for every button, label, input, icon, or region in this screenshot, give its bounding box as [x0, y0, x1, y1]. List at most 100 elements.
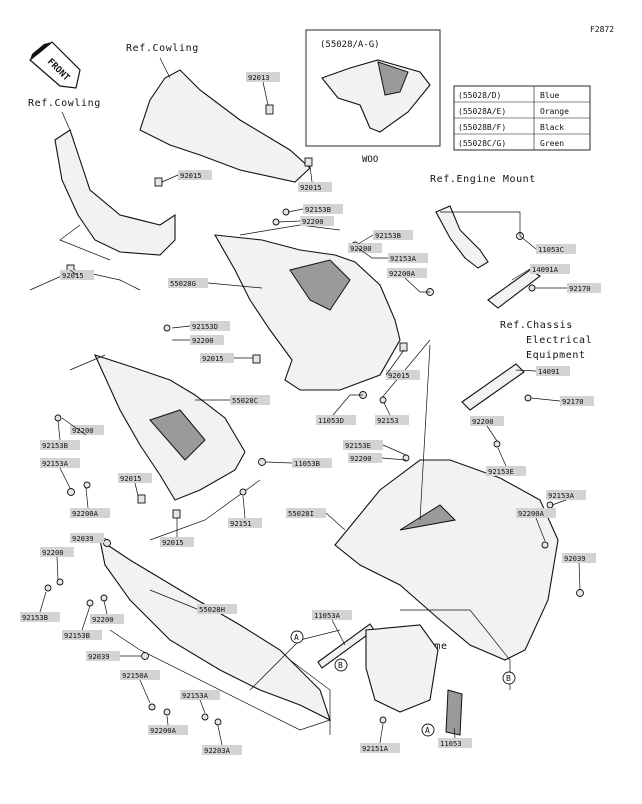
- part-number[interactable]: 92039: [564, 554, 586, 563]
- callout-markers: A A B B: [290, 630, 516, 737]
- washer-icon: [214, 718, 222, 726]
- ref-chassis-line2: Electrical: [526, 335, 592, 346]
- bolt-icon: [67, 488, 75, 496]
- part-number[interactable]: 92200: [42, 548, 64, 557]
- grommet-icon: [265, 104, 274, 115]
- screw-icon: [239, 488, 247, 496]
- color-name: Orange: [540, 107, 569, 116]
- part-number[interactable]: 92015: [180, 171, 202, 180]
- variant-inset: (55028/A-G) WOO: [305, 29, 441, 165]
- part-number[interactable]: 92039: [72, 534, 94, 543]
- part-number[interactable]: 92153B: [42, 441, 68, 450]
- part-number[interactable]: 11053: [440, 739, 462, 748]
- part-number[interactable]: 11053A: [314, 611, 341, 620]
- color-code: (55028C/G): [458, 139, 506, 148]
- screw-icon: [148, 703, 156, 711]
- part-number[interactable]: 92013: [248, 73, 270, 82]
- part-number[interactable]: 55028G: [170, 279, 196, 288]
- color-table: (55028/D) Blue (55028A/E) Orange (55028B…: [453, 85, 591, 151]
- inset-title: (55028/A-G): [320, 40, 380, 50]
- part-number[interactable]: 92200: [350, 244, 372, 253]
- part-number[interactable]: 92200: [192, 336, 214, 345]
- screw-icon: [379, 396, 387, 404]
- marker-b: B: [506, 674, 511, 683]
- part-number[interactable]: 92200: [72, 426, 94, 435]
- grommet-icon: [172, 509, 181, 519]
- part-number[interactable]: 92150A: [122, 671, 149, 680]
- part-number[interactable]: 92200: [350, 454, 372, 463]
- part-number[interactable]: 92203A: [204, 746, 231, 755]
- part-number[interactable]: 92170: [569, 284, 591, 293]
- marker-a: A: [425, 726, 430, 735]
- washer-icon: [541, 541, 549, 549]
- part-number[interactable]: 55028C: [232, 396, 258, 405]
- part-number[interactable]: 92153A: [390, 254, 417, 263]
- part-number[interactable]: 92153B: [305, 205, 331, 214]
- screw-icon: [524, 394, 532, 402]
- part-number[interactable]: 92153B: [64, 631, 90, 640]
- part-number[interactable]: 14091: [538, 367, 560, 376]
- inset-fairing: [321, 59, 431, 133]
- grommet-icon: [304, 157, 313, 167]
- part-number[interactable]: 92153A: [548, 491, 575, 500]
- part-number[interactable]: 11053D: [318, 416, 344, 425]
- ref-chassis-line1: Ref.Chassis: [500, 320, 573, 331]
- screw-icon: [54, 414, 62, 422]
- color-name: Black: [540, 123, 564, 132]
- part-number[interactable]: 11053C: [538, 245, 564, 254]
- washer-icon: [83, 481, 91, 489]
- part-number[interactable]: 55028I: [288, 509, 314, 518]
- washer-icon: [56, 578, 64, 586]
- part-number[interactable]: 92153A: [182, 691, 209, 700]
- ref-engine-mount: Ref.Engine Mount: [430, 174, 536, 185]
- part-number[interactable]: 92153: [377, 416, 399, 425]
- part-number[interactable]: 55028H: [199, 605, 225, 614]
- lower-panel-55028H: [99, 538, 331, 722]
- part-number[interactable]: 92200: [472, 417, 494, 426]
- part-number[interactable]: 92015: [120, 474, 142, 483]
- nut-icon: [103, 539, 111, 547]
- part-number[interactable]: 11053B: [294, 459, 320, 468]
- part-number[interactable]: 92200A: [150, 726, 177, 735]
- part-number[interactable]: 92153A: [42, 459, 69, 468]
- part-number[interactable]: 92015: [62, 271, 84, 280]
- nut-icon: [141, 652, 149, 660]
- ref-cowling-top: Ref.Cowling: [126, 43, 199, 54]
- color-code: (55028/D): [458, 91, 501, 100]
- bracket-11053: [445, 689, 463, 736]
- grommet-icon: [399, 342, 408, 352]
- nut-icon: [576, 589, 584, 597]
- part-number[interactable]: 92200: [92, 615, 114, 624]
- fairing-55028G: [213, 234, 401, 391]
- inset-caption: WOO: [362, 155, 378, 165]
- part-number[interactable]: 92200A: [72, 509, 99, 518]
- part-number[interactable]: 14091A: [532, 265, 559, 274]
- part-number[interactable]: 92153E: [345, 441, 371, 450]
- part-number[interactable]: 92151A: [362, 744, 389, 753]
- color-code: (55028B/F): [458, 123, 506, 132]
- part-number[interactable]: 92015: [388, 371, 410, 380]
- part-number[interactable]: 92200: [302, 217, 324, 226]
- part-number[interactable]: 92015: [162, 538, 184, 547]
- grommet-icon: [137, 494, 146, 504]
- part-number[interactable]: 92153B: [375, 231, 401, 240]
- part-number[interactable]: 92015: [300, 183, 322, 192]
- screw-icon: [163, 324, 171, 332]
- part-number[interactable]: 92015: [202, 354, 224, 363]
- part-number[interactable]: 92153B: [22, 613, 48, 622]
- part-number[interactable]: 92153E: [488, 467, 514, 476]
- bracket-14091: [461, 363, 525, 411]
- frame-ref: [365, 624, 439, 713]
- part-number[interactable]: 92200A: [518, 509, 545, 518]
- part-number[interactable]: 92039: [88, 652, 110, 661]
- part-number[interactable]: 92170: [562, 397, 584, 406]
- bolt-icon: [258, 458, 266, 466]
- ref-cowling-left: Ref.Cowling: [28, 98, 101, 109]
- bracket-14091A: [487, 269, 541, 309]
- part-number[interactable]: 92151: [230, 519, 252, 528]
- color-name: Blue: [540, 91, 559, 100]
- marker-a: A: [294, 633, 299, 642]
- part-number[interactable]: 92200A: [389, 269, 416, 278]
- part-number[interactable]: 92153D: [192, 322, 218, 331]
